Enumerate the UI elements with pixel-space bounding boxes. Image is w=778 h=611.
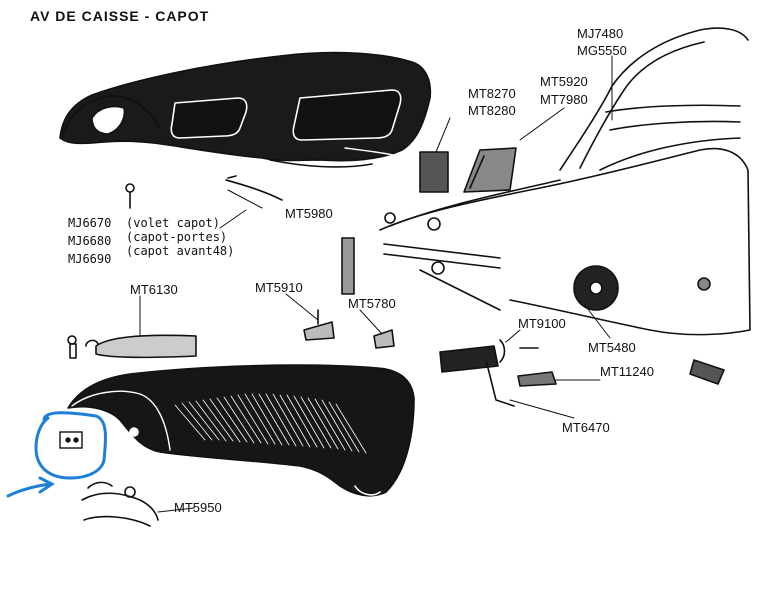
rod-assembly <box>341 237 501 311</box>
part-label-mt5950: MT5950 <box>174 500 222 515</box>
part-label-mj6680: MJ6680 <box>68 234 112 248</box>
clip-mt5780 <box>373 329 395 349</box>
part-label-mj6690: MJ6690 <box>68 252 112 266</box>
part-label-mt8280: MT8280 <box>468 103 516 118</box>
lever-mt6470 <box>485 359 515 407</box>
part-label-mt5910: MT5910 <box>255 280 303 295</box>
part-label-mt6470: MT6470 <box>562 420 610 435</box>
striker-mt11240 <box>517 371 557 387</box>
body-apron <box>379 27 751 336</box>
clip-right <box>689 277 725 385</box>
part-label-mt9100: MT9100 <box>518 316 566 331</box>
pin-mj6670 <box>125 183 135 209</box>
wire-mt5980 <box>225 175 283 201</box>
part-label-mt5780: MT5780 <box>348 296 396 311</box>
highlight-annotation <box>6 411 108 498</box>
hinge-mt6130 <box>85 334 197 359</box>
part-note-mj6680: (capot-portes) <box>126 230 228 244</box>
small-pins <box>67 212 445 359</box>
part-note-mj6690: (capot avant48) <box>126 244 235 258</box>
part-label-mt8270: MT8270 <box>468 86 516 101</box>
spring-mt5950 <box>81 481 159 527</box>
latch-mt9100 <box>439 339 539 373</box>
hood-side-panel <box>59 51 432 168</box>
part-label-mt6130: MT6130 <box>130 282 178 297</box>
bracket-mt8270 <box>419 151 449 193</box>
leader-lines <box>139 55 613 513</box>
washer-mt5480 <box>573 265 619 311</box>
part-label-mt5920: MT5920 <box>540 74 588 89</box>
bracket-mt5920 <box>463 147 517 193</box>
part-label-mj7480: MJ7480 <box>577 26 624 41</box>
part-label-mj6670: MJ6670 <box>68 216 112 230</box>
highlighted-part <box>59 431 83 449</box>
part-label-mt5980: MT5980 <box>285 206 333 221</box>
part-label-mt11240: MT11240 <box>600 364 654 379</box>
part-label-mg5550: MG5550 <box>577 43 627 58</box>
part-note-mj6670: (volet capot) <box>126 216 220 230</box>
part-label-mt5480: MT5480 <box>588 340 636 355</box>
page-title: AV DE CAISSE - CAPOT <box>30 8 210 24</box>
clip-mt5910 <box>303 309 335 341</box>
part-label-mt7980: MT7980 <box>540 92 588 107</box>
front-fender <box>67 364 415 497</box>
